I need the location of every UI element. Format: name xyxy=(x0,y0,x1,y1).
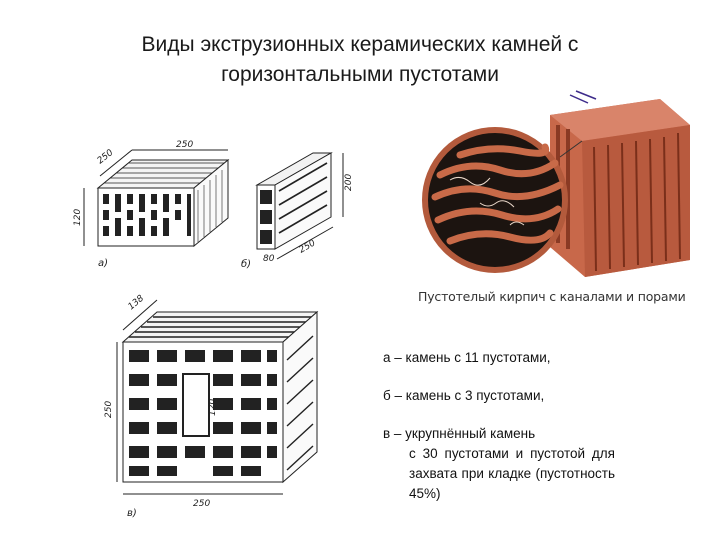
figure-a-dim-1: 250 xyxy=(96,148,116,167)
figure-v-dim-3: 250 xyxy=(193,499,210,509)
figure-v-label: в) xyxy=(127,508,137,519)
legend-item-a: а – камень с 11 пустотами, xyxy=(383,350,551,365)
legend-item-v: в – укрупнённый камень с 30 пустотами и … xyxy=(383,424,615,504)
figure-b-block-drawing: 200 250 80 б) xyxy=(241,152,354,270)
slide-title: Виды экструзионных керамических камней с… xyxy=(60,30,660,90)
title-line-2: горизонтальными пустотами xyxy=(221,63,499,86)
legend: а – камень с 11 пустотами, б – камень с … xyxy=(383,348,615,522)
figure-b-dim-3: 80 xyxy=(263,254,275,264)
photo-caption: Пустотелый кирпич с каналами и порами xyxy=(418,289,686,304)
figure-v-dim-1: 138 xyxy=(127,293,147,312)
legend-item-v-line1: в – укрупнённый камень xyxy=(383,426,536,441)
figure-a-block-drawing: 250 250 120 а) xyxy=(73,140,230,269)
figure-a-label: а) xyxy=(98,258,108,269)
figure-v-dim-2: 250 xyxy=(104,401,114,418)
figure-v-dim-4: 120 xyxy=(208,399,218,416)
legend-item-v-cont: с 30 пустотами и пустотой для захвата пр… xyxy=(409,446,615,501)
figure-a-dim-3: 120 xyxy=(73,209,83,226)
figure-b-dim-2: 250 xyxy=(298,238,318,255)
figure-a-dim-2: 250 xyxy=(176,140,193,150)
figure-b-dim-1: 200 xyxy=(344,174,354,191)
figure-b-label: б) xyxy=(241,258,251,270)
legend-item-b: б – камень с 3 пустотами, xyxy=(383,388,545,403)
figure-v-block-drawing: 138 250 250 120 в) xyxy=(104,293,319,519)
hollow-brick-photo xyxy=(422,90,690,277)
title-line-1: Виды экструзионных керамических камней с xyxy=(141,33,579,56)
